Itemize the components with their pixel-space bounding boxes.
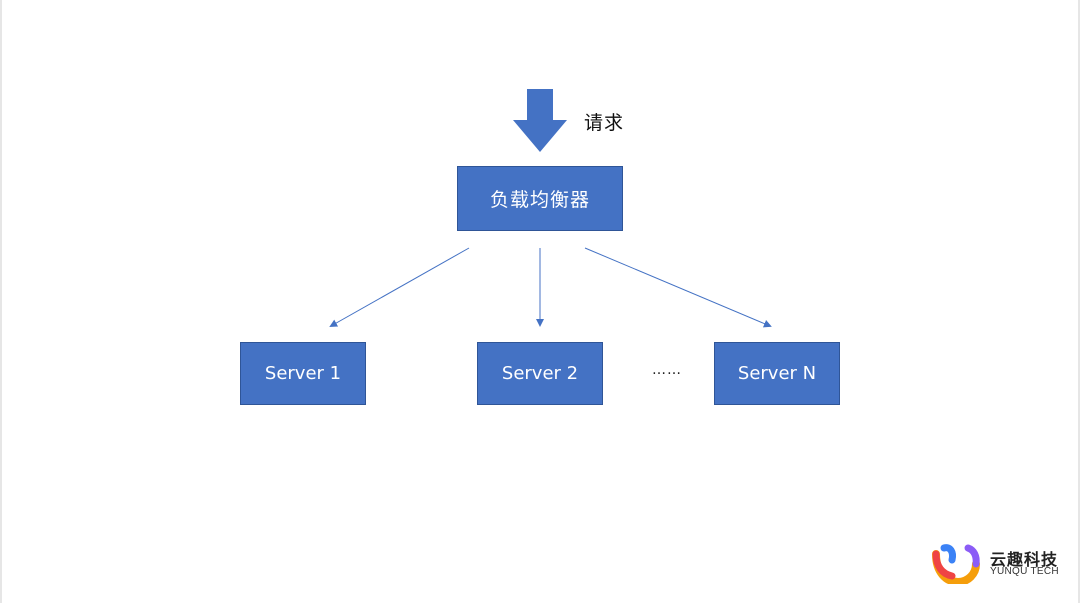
left-border [0, 0, 2, 603]
server-1-label: Server 1 [264, 363, 342, 384]
load-balancer-node: 负载均衡器 [457, 166, 623, 231]
connector-to-server-n [584, 247, 772, 328]
more-servers-ellipsis: …… [652, 362, 682, 378]
server-2-node: Server 2 [477, 342, 603, 405]
request-arrow-icon [513, 89, 567, 152]
server-2-label: Server 2 [501, 363, 579, 384]
brand-logo: 云趣科技 YUNQU TECH [932, 542, 1068, 584]
brand-name-cn: 云趣科技 [990, 550, 1059, 569]
brand-mark-icon [932, 544, 980, 584]
server-n-label: Server N [737, 363, 817, 384]
server-1-node: Server 1 [240, 342, 366, 405]
right-border [1078, 0, 1080, 603]
brand-name-en: YUNQU TECH [990, 566, 1059, 577]
connector-to-server-1 [329, 247, 470, 327]
request-label: 请求 [584, 112, 625, 134]
load-balancer-label: 负载均衡器 [489, 189, 590, 211]
server-n-node: Server N [714, 342, 840, 405]
